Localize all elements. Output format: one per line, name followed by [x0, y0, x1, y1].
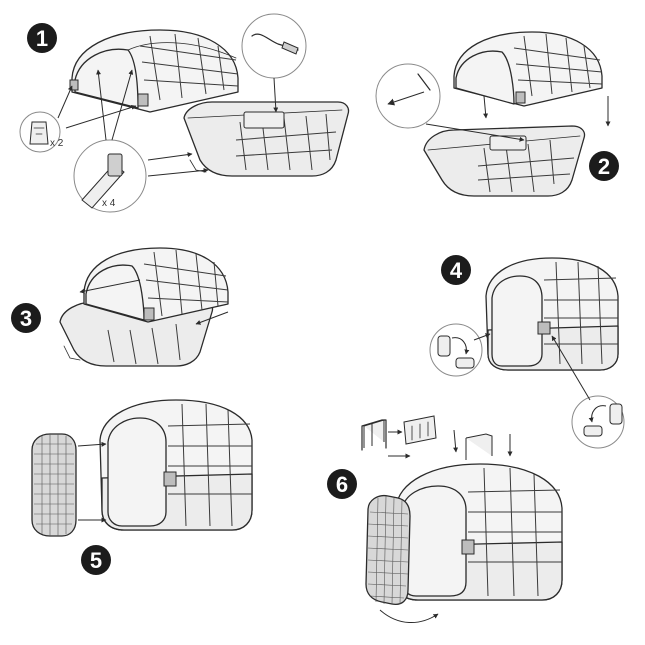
step-4-number: 4	[450, 258, 463, 283]
step-3-number: 3	[20, 306, 32, 331]
step-2-number: 2	[598, 154, 610, 179]
step-4-arrows	[473, 333, 591, 401]
step-1-badge: 1	[27, 23, 57, 53]
step-6-carrier	[395, 463, 563, 601]
step-1-pin-callout: x 4	[73, 139, 147, 213]
step-5-panel: 5	[31, 399, 253, 575]
step-2-top-shell	[453, 31, 603, 107]
step-5-arrows	[77, 441, 107, 523]
step-6-arrows	[379, 609, 439, 624]
step-3-carrier	[59, 247, 229, 367]
step-1-latch-callout	[241, 13, 307, 79]
step-3-arrows	[79, 279, 229, 325]
step-3-panel: 3	[11, 247, 229, 367]
step-6-door	[365, 494, 411, 606]
step-6-hinge-parts	[361, 415, 513, 460]
step-5-door	[31, 433, 77, 537]
step-1-arrows	[57, 69, 279, 177]
step-2-badge: 2	[589, 151, 619, 181]
step-2-direction-callout	[375, 63, 441, 129]
step-5-number: 5	[90, 548, 102, 573]
clip-quantity: x 2	[50, 138, 64, 149]
step-1-clip-callout: x 2	[19, 111, 64, 153]
step-1-panel: 1 x 2	[19, 13, 350, 213]
step-6-number: 6	[336, 472, 348, 497]
pin-quantity: x 4	[102, 198, 116, 209]
step-2-panel: 2	[375, 31, 619, 197]
step-1-bottom-base	[183, 101, 350, 177]
step-4-badge: 4	[441, 255, 471, 285]
step-2-arrows	[425, 95, 611, 142]
step-5-badge: 5	[81, 545, 111, 575]
step-1-top-shell	[69, 29, 239, 113]
step-6-badge: 6	[327, 469, 357, 499]
step-4-lock-callout-left	[429, 323, 483, 377]
step-3-badge: 3	[11, 303, 41, 333]
step-4-carrier	[485, 257, 619, 371]
step-2-bottom-base	[423, 125, 586, 197]
step-5-carrier	[99, 399, 253, 531]
step-4-lock-callout-right	[571, 395, 625, 449]
step-1-number: 1	[36, 26, 48, 51]
step-4-panel: 4	[429, 255, 625, 449]
step-6-panel: 6	[327, 415, 563, 624]
